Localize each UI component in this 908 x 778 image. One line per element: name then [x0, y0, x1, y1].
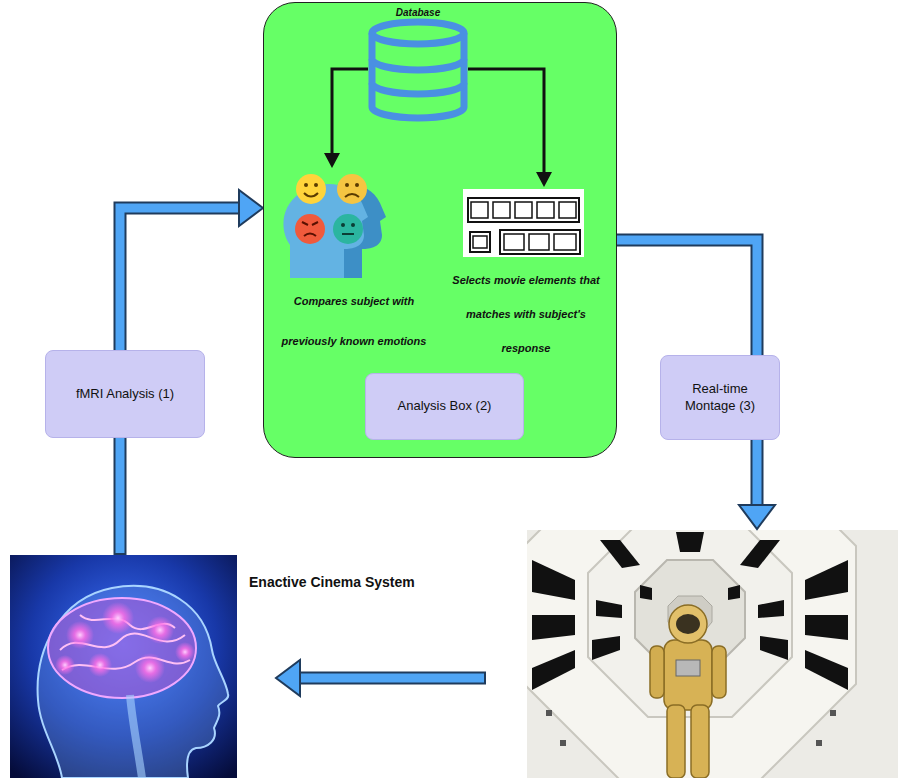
process-box: Analysis Box (2) [365, 373, 524, 440]
analysis-region: DatabaseCompares subject with previously… [263, 2, 617, 458]
flow-arrow [617, 240, 757, 355]
arrow-head [239, 190, 263, 226]
flow-arrow-segment [739, 438, 775, 529]
step-note: Selects movie elements that matches with… [441, 263, 611, 365]
emotion-heads-icon [283, 174, 386, 278]
arrow-outline [617, 240, 757, 355]
database-icon [372, 22, 464, 118]
process-box: fMRI Analysis (1) [45, 350, 205, 438]
brain-picture [10, 555, 237, 778]
lookup-arrow [324, 69, 552, 187]
system-title: Enactive Cinema System [249, 574, 415, 590]
arrow-shaft [617, 240, 757, 355]
box-label: Real-time Montage (3) [669, 381, 771, 414]
step-note: Compares subject with previously known e… [268, 281, 440, 361]
process-box: Real-time Montage (3) [660, 355, 780, 440]
movie-still [527, 530, 898, 778]
box-label: fMRI Analysis (1) [76, 386, 174, 402]
arrow-shaft [120, 208, 239, 350]
arrow-outline [120, 208, 239, 350]
astronaut-figure [650, 605, 726, 778]
flow-arrow-segment [120, 436, 121, 555]
box-label: Analysis Box (2) [398, 398, 492, 414]
flow-arrow [120, 190, 263, 350]
store-label: Database [368, 6, 468, 20]
film-strip-icon [463, 189, 584, 257]
flow-arrow-segment [276, 660, 486, 696]
